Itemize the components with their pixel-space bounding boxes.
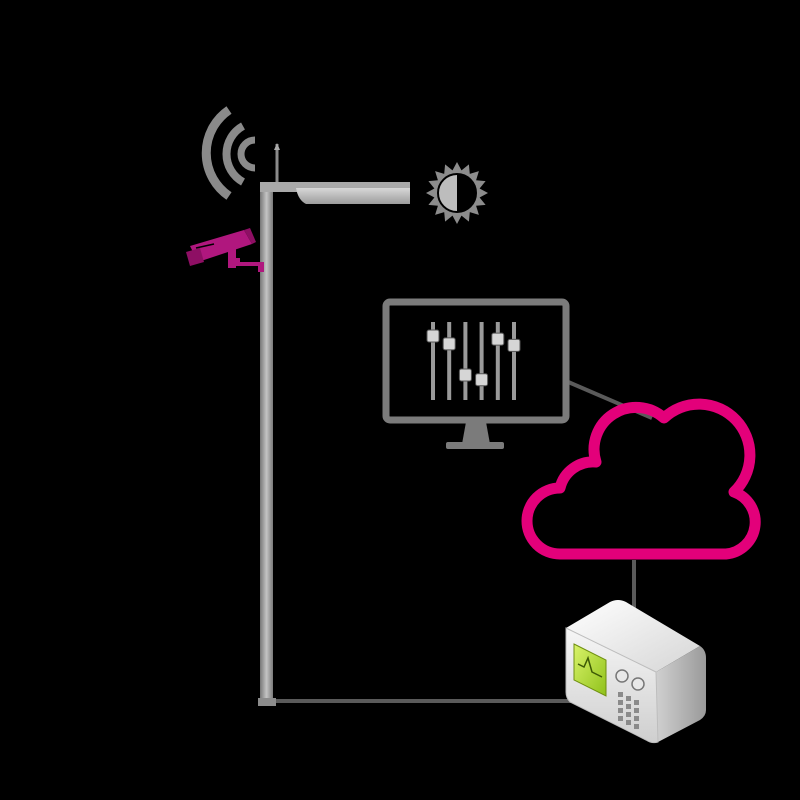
keypad-key — [618, 708, 623, 713]
keypad-key — [626, 704, 631, 709]
keypad-key — [618, 716, 623, 721]
box-top — [566, 600, 700, 674]
keypad-key — [626, 720, 631, 725]
monitor-mixer-icon — [382, 298, 570, 449]
slider-knob — [442, 337, 456, 351]
security-camera-icon — [186, 228, 264, 272]
knob-left — [615, 669, 629, 683]
keypad-key — [634, 700, 639, 705]
monitor-stand — [446, 442, 504, 449]
keypad-key — [634, 724, 639, 729]
pole-base — [258, 698, 276, 706]
keypad-key — [626, 696, 631, 701]
keypad-key — [634, 716, 639, 721]
slider-knob — [507, 338, 521, 352]
slider-track — [447, 322, 452, 400]
antenna-tip — [274, 143, 280, 150]
keypad-key — [618, 700, 623, 705]
knob-right — [631, 677, 645, 691]
slider-knob — [491, 332, 505, 346]
wifi-signal-icon — [201, 106, 256, 200]
slider-track — [463, 322, 468, 400]
lamp-head — [296, 188, 410, 204]
slider-track — [479, 322, 484, 400]
mixer-sliders — [426, 322, 521, 400]
keypad-key — [618, 692, 623, 697]
keypad-key — [626, 712, 631, 717]
monitor-frame — [382, 298, 570, 424]
slider-track — [495, 322, 500, 400]
slider-track — [431, 322, 435, 400]
brightness-icon — [426, 162, 488, 224]
pole-shaft — [260, 182, 273, 706]
slider-knob — [458, 368, 472, 382]
keypad — [618, 692, 639, 729]
box-screen — [573, 643, 607, 697]
slider-knob — [426, 329, 440, 343]
screen-waveform — [577, 655, 603, 678]
street-light — [258, 143, 410, 706]
keypad-key — [634, 708, 639, 713]
box-side — [656, 646, 706, 742]
slider-knob — [475, 373, 489, 387]
pole-arm — [260, 182, 410, 192]
slider-track — [512, 322, 516, 400]
monitor-neck — [462, 422, 490, 444]
cloud-icon — [521, 398, 761, 560]
control-box-icon — [565, 600, 706, 744]
